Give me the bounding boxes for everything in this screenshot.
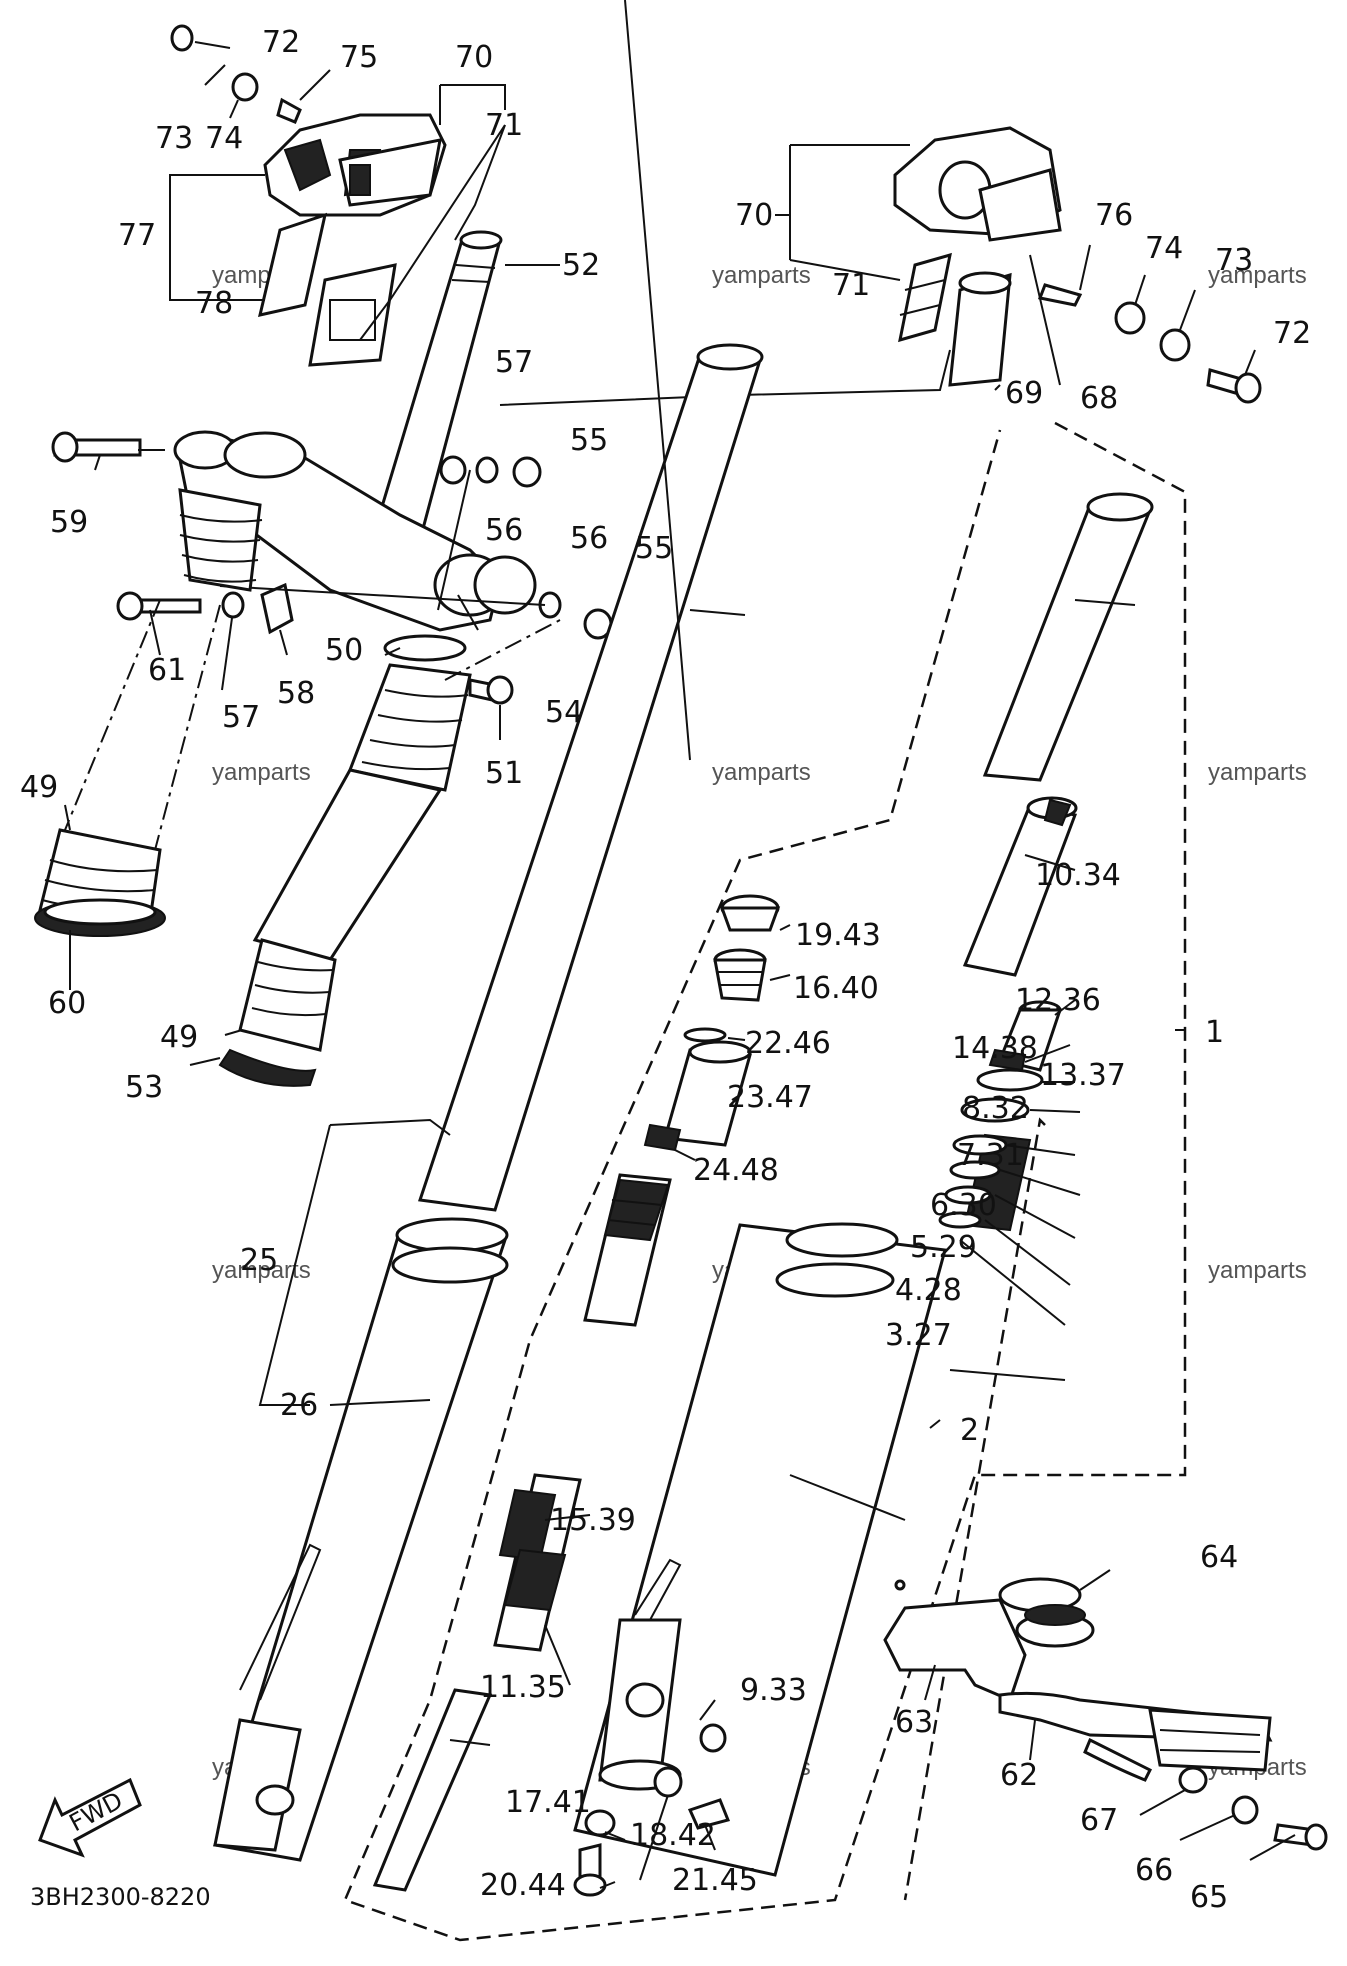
part-label: 64: [1200, 1540, 1238, 1575]
part-label: 53: [125, 1070, 163, 1105]
part-label: 11.35: [480, 1670, 566, 1705]
part-label: 57: [222, 700, 260, 735]
part-label: 1: [1205, 1015, 1224, 1050]
fork-boot-left: [34, 488, 263, 990]
part-label: 7.31: [957, 1138, 1024, 1173]
watermark: yamparts: [712, 262, 811, 289]
part-label: 20.44: [480, 1868, 566, 1903]
part-label: 49: [160, 1020, 198, 1055]
part-label: 65: [1190, 1880, 1228, 1915]
part-label: 52: [562, 248, 600, 283]
part-label: 25: [240, 1243, 278, 1278]
part-label: 19.43: [795, 918, 881, 953]
part-label: 78: [195, 286, 233, 321]
part-label: 75: [340, 40, 378, 75]
part-label: 59: [50, 505, 88, 540]
part-label: 16.40: [793, 971, 879, 1006]
part-label: 22.46: [745, 1026, 831, 1061]
part-label: 9.33: [740, 1673, 807, 1708]
drawing-code: 3BH2300-8220: [30, 1883, 211, 1911]
part-label: 57: [495, 345, 533, 380]
damper-parts: [372, 894, 791, 1897]
watermark: yamparts: [1208, 1257, 1307, 1284]
part-label: 74: [205, 121, 243, 156]
part-label: 4.28: [895, 1273, 962, 1308]
right-leaders: [929, 854, 1185, 1429]
watermark: yamparts: [1208, 759, 1307, 786]
part-label: 73: [1215, 243, 1253, 278]
brake-hose-guard: [883, 1569, 1328, 1861]
inner-tube-right: [573, 492, 1154, 1877]
part-label: 72: [1273, 316, 1311, 351]
part-label: 17.41: [505, 1785, 591, 1820]
part-label: 14.38: [952, 1031, 1038, 1066]
part-label: 71: [485, 108, 523, 143]
watermark: yamparts: [712, 759, 811, 786]
outer-tube-left: [213, 0, 764, 1862]
part-label: 67: [1080, 1803, 1118, 1838]
part-label: 66: [1135, 1853, 1173, 1888]
part-label: 50: [325, 633, 363, 668]
part-label: 8.32: [962, 1091, 1029, 1126]
part-label: 15.39: [550, 1503, 636, 1538]
part-label: 74: [1145, 231, 1183, 266]
part-label: 68: [1080, 381, 1118, 416]
part-label: 70: [455, 40, 493, 75]
watermark: yamparts: [212, 759, 311, 786]
part-labels: 72 73 74 75 70 71 77 78 52 57 55 56 59 5…: [20, 25, 1311, 1915]
part-label: 72: [262, 25, 300, 60]
part-label: 71: [832, 268, 870, 303]
upper-handlebar-holder-right: [775, 126, 1262, 404]
part-label: 12.36: [1015, 983, 1101, 1018]
part-label: 21.45: [672, 1863, 758, 1898]
part-label: 58: [277, 676, 315, 711]
fork-boot-center: [189, 619, 561, 1087]
upper-handlebar-holder-left: [169, 24, 506, 367]
part-label: 56: [485, 513, 523, 548]
watermark: yamparts: [1208, 262, 1307, 289]
part-label: 24.48: [693, 1153, 779, 1188]
part-label: 18.42: [630, 1818, 716, 1853]
part-label: 10.34: [1035, 858, 1121, 893]
part-label: 61: [148, 653, 186, 688]
part-label: 49: [20, 770, 58, 805]
part-label: 26: [280, 1388, 318, 1423]
part-label: 56: [570, 521, 608, 556]
part-label: 2: [960, 1413, 979, 1448]
part-label: 69: [1005, 376, 1043, 411]
part-label: 54: [545, 695, 583, 730]
part-label: 77: [118, 218, 156, 253]
part-label: 76: [1095, 198, 1133, 233]
part-label: 6.30: [930, 1188, 997, 1223]
under-bracket: [51, 430, 652, 740]
part-label: 55: [570, 423, 608, 458]
part-label: 5.29: [910, 1230, 977, 1265]
part-label: 70: [735, 198, 773, 233]
fwd-arrow-icon: FWD: [38, 1777, 142, 1858]
part-label: 62: [1000, 1758, 1038, 1793]
part-label: 23.47: [727, 1080, 813, 1115]
part-label: 51: [485, 756, 523, 791]
part-label: 73: [155, 121, 193, 156]
part-label: 55: [635, 531, 673, 566]
part-label: 60: [48, 986, 86, 1021]
part-label: 63: [895, 1705, 933, 1740]
part-label: 3.27: [885, 1318, 952, 1353]
part-label: 13.37: [1040, 1058, 1126, 1093]
